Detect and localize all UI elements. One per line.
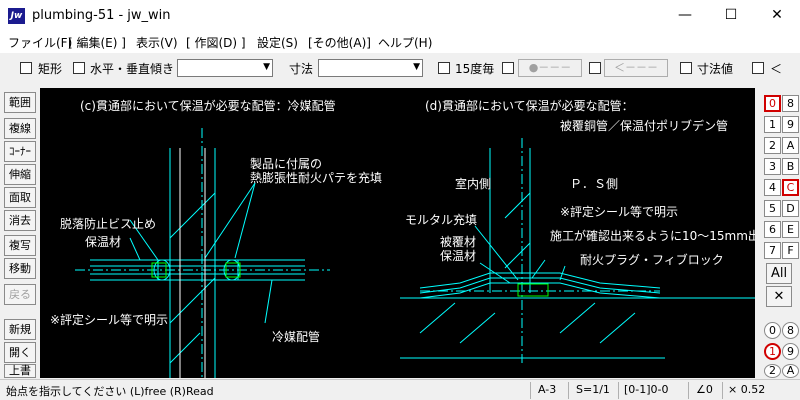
maximize-button[interactable]: ☐ [724,7,738,23]
layer-group-8-button[interactable]: 8 [782,95,799,112]
layer-group-1-button[interactable]: 1 [764,116,781,133]
left-insulation: 保温材 [85,235,121,249]
layer-group-f-button[interactable]: F [782,242,799,259]
lt-checkbox[interactable] [752,62,764,74]
layer-a-button[interactable]: A [782,364,799,378]
dimval-label: 寸法値 [697,62,734,76]
new-button[interactable]: 新規 [4,319,36,340]
layer-8-button[interactable]: 8 [782,322,799,339]
left-detail-title: (c)貫通部において保温が必要な配管：冷媒配管 [80,98,336,113]
layer-1-button[interactable]: 1 [764,343,781,360]
menu-view[interactable]: 表示(V) [136,36,178,50]
menu-settings[interactable]: 設定(S) [257,36,298,50]
layer-group-4-button[interactable]: 4 [764,179,781,196]
window-title: plumbing-51 - jw_win [32,8,171,23]
status-bar: 始点を指示してください (L)free (R)Read A-3 S=1/1 [0… [0,379,800,400]
menu-edit[interactable]: [ 編集(E) ] [68,36,126,50]
layer-group-0-button[interactable]: 0 [764,95,781,112]
menu-help[interactable]: ヘルプ(H) [378,36,433,50]
right-detail-title-2: 被覆銅管／保温付ポリブデン管 [560,118,728,133]
left-note-1: 製品に付属の [250,157,322,171]
minimize-button[interactable]: — [678,7,692,23]
undo-button[interactable]: 戻る [4,284,36,305]
dimval-checkbox[interactable] [680,62,692,74]
chevron-down-icon: ▼ [413,62,420,72]
btn2-checkbox[interactable] [589,62,601,74]
line-end-button[interactable]: ＜－－－ [604,59,668,77]
copy-button[interactable]: 複写 [4,235,36,256]
layer-group-5-button[interactable]: 5 [764,200,781,217]
layer-2-button[interactable]: 2 [764,364,781,378]
offset-button[interactable]: 複線 [4,118,36,139]
layer-group-9-button[interactable]: 9 [782,116,799,133]
open-button[interactable]: 開く [4,342,36,363]
hv-checkbox[interactable] [73,62,85,74]
menu-bar: ファイル(F) [ 編集(E) ] 表示(V) [ 作図(D) ] 設定(S) … [0,31,800,53]
paper-size[interactable]: A-3 [538,383,557,396]
rect-checkbox[interactable] [20,62,32,74]
rect-label: 矩形 [38,62,63,76]
layer-group-2-button[interactable]: 2 [764,137,781,154]
menu-file[interactable]: ファイル(F) [8,36,73,50]
layer-group-3-button[interactable]: 3 [764,158,781,175]
corner-button[interactable]: ｺｰﾅｰ [4,141,36,162]
deg15-checkbox[interactable] [438,62,450,74]
erase-button[interactable]: 消去 [4,210,36,231]
left-fall-prevent: 脱落防止ビス止め [60,216,156,231]
cad-drawing: (c)貫通部において保温が必要な配管：冷媒配管 製品に付属の 熱膨張性耐火パテを… [50,98,755,378]
lt-label: ＜ [770,62,783,76]
layer-0-button[interactable]: 0 [764,322,781,339]
dim-label: 寸法 [289,62,314,76]
layer-group-7-button[interactable]: 7 [764,242,781,259]
extend-button[interactable]: 伸縮 [4,164,36,185]
dim-combo[interactable]: ▼ [318,59,423,77]
layer-group-6-button[interactable]: 6 [764,221,781,238]
tilt-label: 傾き [150,62,175,76]
angle-display[interactable]: ∠0 [696,383,713,396]
line-start-button[interactable]: ●－－－ [518,59,582,77]
right-detail-title-1: (d)貫通部において保温が必要な配管： [425,98,634,113]
right-insulation: 保温材 [440,249,476,263]
zoom-display[interactable]: × 0.52 [728,383,766,396]
overwrite-button[interactable]: 上書 [4,364,36,378]
move-button[interactable]: 移動 [4,258,36,279]
left-note-2: 熱膨張性耐火パテを充填 [250,170,382,185]
btn1-checkbox[interactable] [502,62,514,74]
chamfer-button[interactable]: 面取 [4,187,36,208]
left-eval-note: ※評定シール等で明示 [50,312,168,327]
right-mortar: モルタル充填 [405,212,477,227]
all-layers-button[interactable]: All [766,263,792,284]
right-plug: 耐火プラグ・フィブロック [580,252,724,267]
right-construct: 施工が確認出来るように10～15mm出す [550,228,755,243]
right-cover: 被覆材 [440,235,476,249]
layer-9-button[interactable]: 9 [782,343,799,360]
status-message: 始点を指示してください (L)free (R)Read [6,385,214,398]
right-ps: Ｐ．Ｓ側 [570,177,618,191]
right-indoor: 室内側 [455,176,491,191]
close-icon[interactable]: ✕ [766,286,792,307]
left-pipe-label: 冷媒配管 [272,329,320,344]
title-bar: Jw plumbing-51 - jw_win — ☐ ✕ [0,0,800,32]
right-eval-note: ※評定シール等で明示 [560,204,678,219]
scale-display[interactable]: S=1/1 [576,383,610,396]
layer-group-e-button[interactable]: E [782,221,799,238]
layer-group-a-button[interactable]: A [782,137,799,154]
menu-draw[interactable]: [ 作図(D) ] [186,36,246,50]
tilt-combo[interactable]: ▼ [177,59,273,77]
layer-display[interactable]: [0-1]0-0 [624,383,669,396]
deg15-label: 15度毎 [455,62,495,76]
close-button[interactable]: ✕ [771,7,783,23]
range-button[interactable]: 範囲 [4,92,36,113]
jw-app-icon[interactable]: Jw [8,8,25,24]
chevron-down-icon: ▼ [263,62,270,72]
layer-group-d-button[interactable]: D [782,200,799,217]
layer-group-c-button[interactable]: C [782,179,799,196]
drawing-canvas[interactable]: (c)貫通部において保温が必要な配管：冷媒配管 製品に付属の 熱膨張性耐火パテを… [40,88,755,378]
menu-other[interactable]: [その他(A)] [308,36,371,50]
hv-label: 水平・垂直 [90,62,151,76]
layer-group-b-button[interactable]: B [782,158,799,175]
